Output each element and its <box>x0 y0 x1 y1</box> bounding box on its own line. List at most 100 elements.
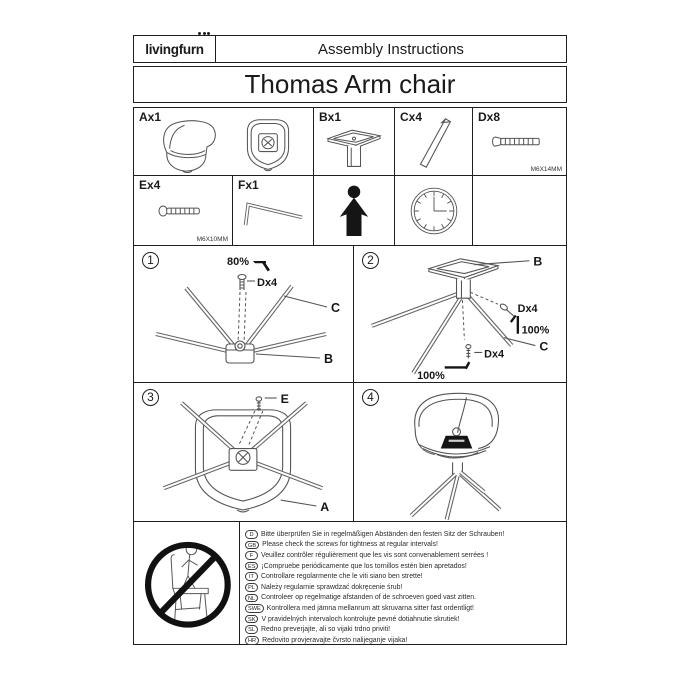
chair-shell-front-icon <box>162 119 216 173</box>
weight-icon <box>440 426 473 449</box>
empty-cell <box>473 176 566 245</box>
part-c-label: Cx4 <box>400 110 423 124</box>
note-text: Veuillez contrôler régulièrement que les… <box>261 551 489 559</box>
part-a-label: Ax1 <box>139 110 162 124</box>
assembly-instructions-document: livingfurn Assembly Instructions Thomas … <box>133 32 567 645</box>
person-cell <box>314 176 395 245</box>
step-4: 4 <box>354 383 566 522</box>
part-b-cell: Bx1 <box>314 108 395 175</box>
no-standing-on-chair-icon <box>144 541 231 628</box>
step-1-base-label: B <box>324 352 333 366</box>
step-3: 3 E A <box>134 382 354 522</box>
language-badge: ES <box>245 561 259 571</box>
brand-logo-text: livingfurn <box>145 41 204 57</box>
clock-icon <box>410 187 457 234</box>
note-text: Bitte überprüfen Sie in regelmäßigen Abs… <box>261 530 505 538</box>
part-f-label: Fx1 <box>238 178 259 192</box>
language-badge: NL <box>245 593 259 603</box>
person-icon <box>339 185 369 236</box>
chair-shell-bottom-icon <box>246 118 289 171</box>
parts-row-2: Ex4 M6X10MM Fx1 <box>134 175 566 245</box>
parts-row-1: Ax1 <box>134 108 566 175</box>
note-text: Controleer op regelmatige afstanden of d… <box>261 594 477 602</box>
note-text: Redno preverjajte, ali so vijaki trdno p… <box>261 626 391 634</box>
language-badge: SWE <box>245 604 264 613</box>
step-2-torque2-label: 100% <box>417 370 445 382</box>
step-3-screw-label: E <box>281 391 289 405</box>
note-text: Redovito provjeravajte čvrsto nalijeganj… <box>262 636 408 644</box>
warning-cell <box>134 522 240 644</box>
note-text: Kontrollera med jämna mellanrum att skru… <box>266 604 474 612</box>
step-1-illustration: 80% Dx4 C B <box>155 256 340 366</box>
step-2-torque1-label: 100% <box>522 324 550 336</box>
note-text: Należy regularnie sprawdzać dokręcenie ś… <box>261 583 403 591</box>
part-d-cell: Dx8 M6X14MM <box>473 108 566 175</box>
step-2: 2 Dx4 100% <box>354 246 566 382</box>
language-badge: F <box>245 551 258 560</box>
parts-list: Ax1 <box>133 107 567 246</box>
step-1-leg-label: C <box>331 301 340 315</box>
part-d-label: Dx8 <box>478 110 501 124</box>
step-3-number: 3 <box>142 388 159 406</box>
clock-cell <box>395 176 473 245</box>
part-e-size: M6X10MM <box>196 236 228 243</box>
step-2-illustration: Dx4 100% C Dx4 100% B <box>371 254 550 382</box>
part-f-cell: Fx1 <box>233 176 314 245</box>
part-e-cell: Ex4 M6X10MM <box>134 176 233 245</box>
part-b-label: Bx1 <box>319 110 342 124</box>
step-3-illustration: E A <box>162 391 329 513</box>
step-1: 1 80% Dx4 <box>134 245 354 382</box>
swivel-plate-icon <box>326 129 382 167</box>
note-text: ¡Compruebe periódicamente que los tornil… <box>261 562 467 570</box>
step-2-leg-label: C <box>539 339 548 353</box>
step-2-screw1-label: Dx4 <box>518 303 538 315</box>
note-text: V pravidelných intervaloch kontrolujte p… <box>261 615 460 623</box>
step-4-number: 4 <box>362 388 379 406</box>
step-4-illustration <box>409 392 502 520</box>
step-1-torque-label: 80% <box>227 256 249 268</box>
product-title: Thomas Arm chair <box>133 66 567 103</box>
language-badge: D <box>245 530 258 539</box>
header: livingfurn Assembly Instructions <box>133 32 567 63</box>
step-2-screw2-label: Dx4 <box>484 348 504 360</box>
language-badge: SK <box>245 614 259 624</box>
logo-dots-icon <box>198 32 210 35</box>
language-badge: IT <box>245 572 258 581</box>
language-badge: SL <box>245 625 258 634</box>
brand-logo: livingfurn <box>134 32 216 62</box>
steps-row-2: 3 E A <box>134 381 566 522</box>
steps: 1 80% Dx4 <box>133 244 567 523</box>
steps-row-1: 1 80% Dx4 <box>134 245 566 382</box>
part-e-label: Ex4 <box>139 178 161 192</box>
language-badge: PL <box>245 582 258 592</box>
leg-icon <box>419 117 451 168</box>
part-a-cell: Ax1 <box>134 108 314 175</box>
note-text: Controllare regolarmente che le viti sia… <box>261 573 423 581</box>
note-text: Please check the screws for tightness at… <box>262 541 438 549</box>
document-title: Assembly Instructions <box>318 40 464 58</box>
allen-key-icon <box>243 201 303 225</box>
part-c-cell: Cx4 <box>395 108 473 175</box>
language-badge: HR <box>245 635 260 645</box>
screw-e-icon <box>158 205 200 216</box>
part-d-size: M6X14MM <box>530 166 562 173</box>
language-badge: GB <box>245 540 260 550</box>
step-1-number: 1 <box>142 251 159 269</box>
screw-d-icon <box>491 135 540 147</box>
step-2-base-label: B <box>533 254 542 268</box>
step-3-shell-label: A <box>320 499 329 513</box>
step-2-number: 2 <box>362 251 379 269</box>
